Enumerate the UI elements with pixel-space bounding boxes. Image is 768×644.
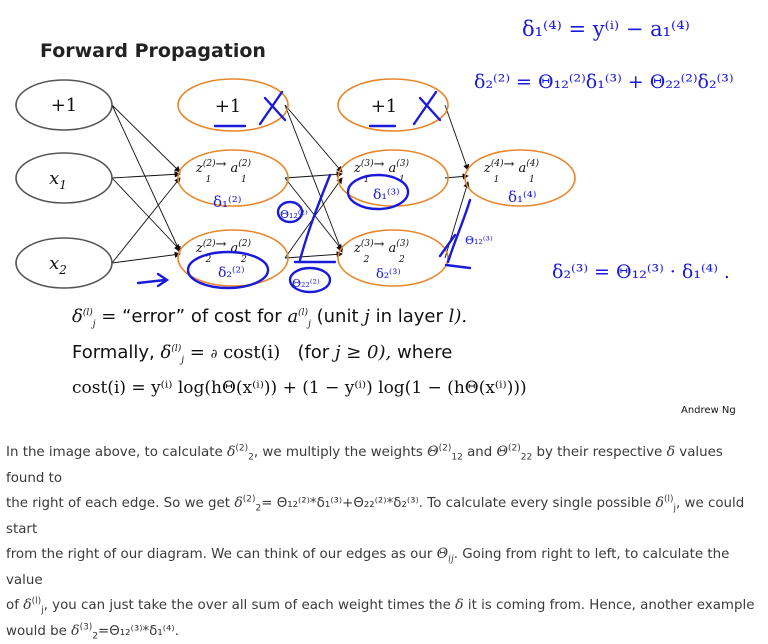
explanation-notes: In the image above, to calculate δ(2)2, … [6, 440, 762, 644]
delta-definition: δ(l)j = “error” of cost for a(l)j (unit … [72, 306, 467, 327]
handwritten-delta-4-1: δ₁⁽⁴⁾ [508, 188, 536, 206]
cost-function: cost(i) = y⁽ⁱ⁾ log(hΘ(x⁽ⁱ⁾)) + (1 − y⁽ⁱ⁾… [72, 378, 527, 398]
handwritten-delta-2-2: δ₂⁽²⁾ [218, 265, 245, 281]
handwritten-delta-3-2: δ₂⁽³⁾ [376, 267, 401, 282]
handwritten-weight-3-12: Θ₁₂⁽³⁾ [465, 234, 493, 247]
notes-line-2: the right of each edge. So we get δ(2)2=… [6, 491, 762, 542]
handwritten-eq-mid: δ₂⁽²⁾ = Θ₁₂⁽²⁾δ₁⁽³⁾ + Θ₂₂⁽²⁾δ₂⁽³⁾ [474, 71, 734, 93]
lecture-slide: Forward Propagation [0, 0, 768, 420]
notes-line-5: would be δ(3)2=Θ₁₂⁽³⁾*δ₁⁽⁴⁾. [6, 619, 762, 644]
hidden3-bias-label: +1 [371, 96, 398, 117]
input-node-x1-label: x1 [49, 168, 67, 192]
hidden-node-label-4: z(3)2 → a(3)2 [353, 237, 410, 265]
handwritten-weight-2-12: Θ₁₂⁽²⁾ [280, 208, 308, 221]
handwritten-delta-3-1: δ₁⁽³⁾ [373, 187, 400, 203]
slide-credit: Andrew Ng [681, 405, 736, 416]
handwritten-delta-2-1: δ₁⁽²⁾ [213, 193, 241, 211]
input-node-bias-label: +1 [51, 95, 78, 116]
formally-line: Formally, δ(l)j = ∂ cost(i) (for j ≥ 0),… [72, 342, 452, 363]
hidden-node-label-5: z(4)1 → a(4)1 [483, 157, 540, 185]
notes-line-1: In the image above, to calculate δ(2)2, … [6, 440, 762, 491]
edges-layer1-to-2 [112, 105, 180, 263]
handwritten-eq-right: δ₂⁽³⁾ = Θ₁₂⁽³⁾ · δ₁⁽⁴⁾ . [552, 261, 730, 283]
hidden-node-label-1: z(2)1 → a(2)1 [195, 157, 252, 185]
hidden-node-labels: z(2)1 → a(2)1z(2)2 → a(2)2z(3)1 → a(3)1z… [195, 157, 540, 265]
handwritten-eq-top: δ₁⁽⁴⁾ = y⁽ⁱ⁾ − a₁⁽⁴⁾ [522, 17, 690, 41]
edges-layer2-to-3 [285, 105, 342, 258]
notes-line-4: of δ(l)j, you can just take the over all… [6, 593, 762, 619]
input-node-x2-label: x2 [49, 253, 67, 277]
notes-line-3: from the right of our diagram. We can th… [6, 542, 762, 593]
hidden2-bias-label: +1 [215, 96, 242, 117]
